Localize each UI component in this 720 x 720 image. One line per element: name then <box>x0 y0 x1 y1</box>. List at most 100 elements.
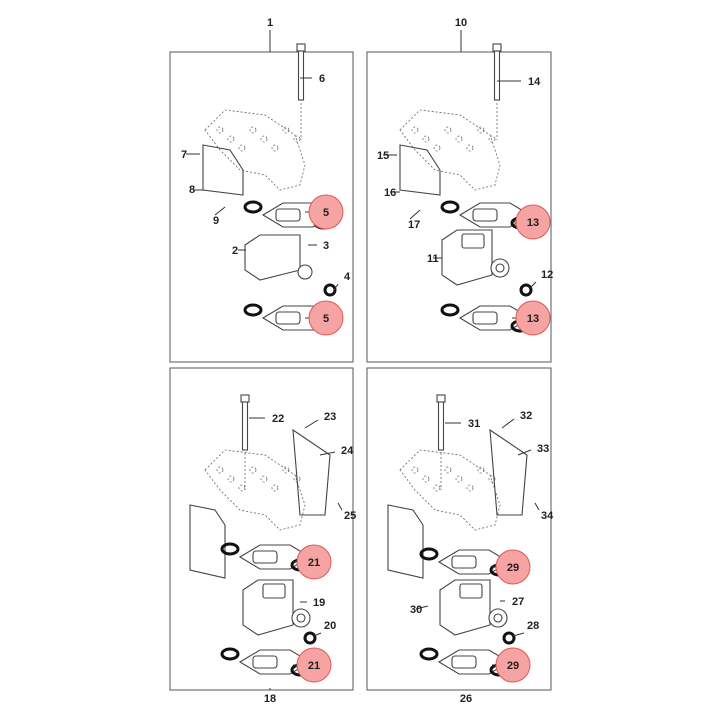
highlighted-callout-13[interactable]: 13 <box>512 204 551 240</box>
callout-number[interactable]: 21 <box>308 660 320 672</box>
callout-number[interactable]: 31 <box>468 418 480 430</box>
leader-line <box>517 449 532 456</box>
bolt-drawing <box>296 43 306 140</box>
highlighted-callout-13[interactable]: 13 <box>512 300 551 336</box>
callout-number[interactable]: 11 <box>427 253 439 265</box>
highlighted-callout-5[interactable]: 5 <box>305 194 344 230</box>
highlight-circle <box>296 647 332 683</box>
callout-23[interactable]: 23 <box>304 411 336 429</box>
callout-number[interactable]: 12 <box>541 269 553 281</box>
callout-31[interactable]: 31 <box>445 418 480 430</box>
callout-number[interactable]: 17 <box>408 219 420 231</box>
highlight-circle <box>515 204 551 240</box>
callout-33[interactable]: 33 <box>517 443 549 456</box>
callout-number[interactable]: 2 <box>232 245 238 257</box>
panel-assembly-1 <box>169 51 354 363</box>
callout-number[interactable]: 9 <box>213 215 219 227</box>
callout-number[interactable]: 30 <box>410 604 422 616</box>
callout-number[interactable]: 13 <box>527 313 539 325</box>
assembly-label-10[interactable]: 10 <box>455 17 467 29</box>
callout-number[interactable]: 13 <box>527 217 539 229</box>
panel-assembly-18 <box>169 367 354 691</box>
callout-number[interactable]: 5 <box>323 207 329 219</box>
callout-11[interactable]: 11 <box>427 253 442 265</box>
callout-14[interactable]: 14 <box>497 76 541 88</box>
callout-number[interactable]: 34 <box>541 510 554 522</box>
highlight-circle <box>296 544 332 580</box>
callout-number[interactable]: 7 <box>181 149 187 161</box>
callout-34[interactable]: 34 <box>534 502 554 522</box>
callout-number[interactable]: 25 <box>344 510 356 522</box>
callout-8[interactable]: 8 <box>189 184 203 196</box>
callout-number[interactable]: 32 <box>520 410 532 422</box>
o-ring <box>419 647 439 661</box>
callout-number[interactable]: 14 <box>528 76 541 88</box>
highlighted-callout-29[interactable]: 29 <box>492 647 531 683</box>
callout-number[interactable]: 29 <box>507 562 519 574</box>
gasket-drawing <box>440 200 532 230</box>
highlighted-callout-29[interactable]: 29 <box>492 549 531 585</box>
callout-9[interactable]: 9 <box>213 206 226 227</box>
callout-number[interactable]: 21 <box>308 557 320 569</box>
callout-number[interactable]: 5 <box>323 313 329 325</box>
gasket-drawing <box>220 542 312 572</box>
callout-number[interactable]: 8 <box>189 184 195 196</box>
exhaust-elbow-drawing <box>441 229 510 286</box>
highlighted-callout-21[interactable]: 21 <box>293 544 332 580</box>
callout-24[interactable]: 24 <box>319 445 354 457</box>
callout-6[interactable]: 6 <box>300 73 325 85</box>
callout-number[interactable]: 33 <box>537 443 549 455</box>
callout-4[interactable]: 4 <box>333 271 351 291</box>
callout-number[interactable]: 15 <box>377 150 389 162</box>
leader-line <box>512 632 525 637</box>
callout-25[interactable]: 25 <box>337 502 356 522</box>
callout-20[interactable]: 20 <box>313 620 336 637</box>
callout-15[interactable]: 15 <box>377 150 397 162</box>
callout-number[interactable]: 20 <box>324 620 336 632</box>
riser-drawing <box>244 234 301 281</box>
plug-cap-drawing <box>502 631 516 645</box>
callout-3[interactable]: 3 <box>308 240 329 252</box>
leader-line <box>337 502 343 511</box>
callout-number[interactable]: 28 <box>527 620 539 632</box>
assembly-label-18[interactable]: 18 <box>264 693 276 705</box>
callout-number[interactable]: 23 <box>324 411 336 423</box>
callout-number[interactable]: 16 <box>384 187 396 199</box>
highlight-circle <box>308 300 344 336</box>
bolt-drawing <box>436 394 446 490</box>
leader-line <box>319 451 336 456</box>
cover-plate-drawing <box>202 144 244 196</box>
o-ring <box>243 303 263 317</box>
highlight-circle <box>308 194 344 230</box>
cover-plate-drawing <box>387 504 424 579</box>
callout-number[interactable]: 4 <box>344 271 351 283</box>
highlighted-callout-21[interactable]: 21 <box>293 647 332 683</box>
callout-28[interactable]: 28 <box>512 620 539 637</box>
callout-30[interactable]: 30 <box>410 604 429 616</box>
callout-12[interactable]: 12 <box>529 269 553 289</box>
callout-number[interactable]: 29 <box>507 660 519 672</box>
callout-32[interactable]: 32 <box>501 410 532 429</box>
callout-19[interactable]: 19 <box>300 597 325 609</box>
callout-16[interactable]: 16 <box>384 187 400 199</box>
exhaust-elbow-drawing <box>439 579 508 636</box>
leader-line <box>313 632 322 637</box>
callout-number[interactable]: 24 <box>341 445 354 457</box>
callout-17[interactable]: 17 <box>408 209 421 231</box>
callout-7[interactable]: 7 <box>181 149 200 161</box>
highlighted-callout-5[interactable]: 5 <box>305 300 344 336</box>
callout-number[interactable]: 19 <box>313 597 325 609</box>
cover-plate-drawing <box>489 428 528 516</box>
assembly-label-1[interactable]: 1 <box>267 17 273 29</box>
gasket-drawing <box>419 547 511 577</box>
exhaust-manifold-drawing <box>399 109 501 191</box>
assembly-label-26[interactable]: 26 <box>460 693 472 705</box>
callout-number[interactable]: 27 <box>512 596 524 608</box>
callout-number[interactable]: 3 <box>323 240 329 252</box>
callout-number[interactable]: 6 <box>319 73 325 85</box>
callout-2[interactable]: 2 <box>232 245 246 257</box>
callout-number[interactable]: 22 <box>272 413 284 425</box>
callout-22[interactable]: 22 <box>249 413 284 425</box>
callout-27[interactable]: 27 <box>500 596 524 608</box>
